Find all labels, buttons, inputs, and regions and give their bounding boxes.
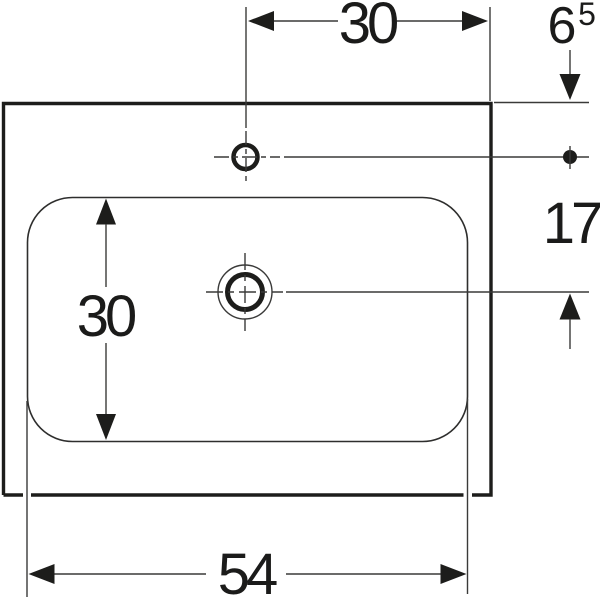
dim-17-arrow-up [559,293,581,320]
dim-label-bowl-front-to-back: 30 [77,284,135,349]
dim-top-arrow-left [248,11,274,31]
dim-bowl-arrow-up [96,198,116,225]
dim-label-tap-to-drain: 17 [543,191,600,256]
dim-54-arrow-right [440,564,467,584]
dim-54-arrow-left [28,564,55,584]
dim-label-overall-width: 54 [218,542,277,600]
dim-65-arrow-down [559,74,581,100]
dim-label-tap-to-right-edge: 30 [339,0,397,56]
dim-label-edge-to-tap-superscript: 5 [578,0,596,32]
bowl-outline [26,196,469,443]
dim-label-edge-to-tap: 6 [548,0,577,55]
basin-outline [1,101,493,497]
dim-bowl-arrow-down [96,414,116,440]
dim-top-arrow-right [462,11,488,31]
